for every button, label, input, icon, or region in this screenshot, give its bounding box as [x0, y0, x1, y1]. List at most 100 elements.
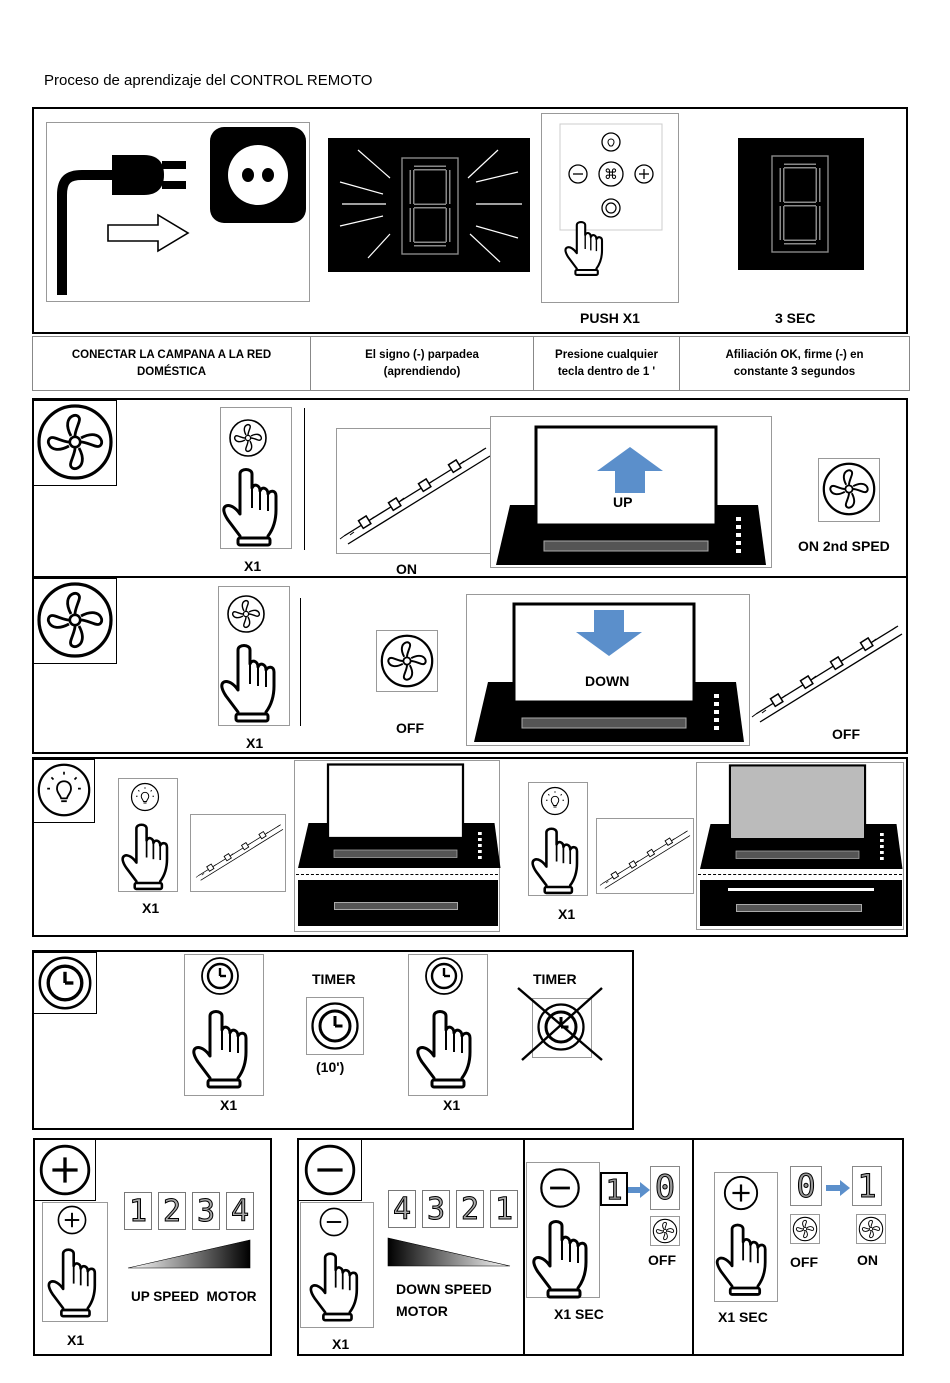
cooktop [700, 880, 902, 926]
plus-sec: X1 SEC [718, 1309, 768, 1325]
clock-icon [38, 956, 92, 1010]
fan-icon [822, 462, 876, 516]
hand-pointer-icon [564, 221, 604, 276]
down-speed-label-1: DOWN SPEED [396, 1281, 492, 1297]
socket-icon [210, 127, 306, 223]
led-strip-icon [751, 625, 903, 723]
hood-icon [698, 764, 904, 871]
fan-icon [37, 404, 113, 480]
speed-digit: 1 [490, 1190, 518, 1228]
fan-up-on: ON [396, 561, 417, 577]
timer-label-a: TIMER [312, 971, 356, 987]
push-label: PUSH X1 [580, 310, 640, 326]
speed-digit: 2 [456, 1190, 484, 1228]
speed-digit: 4 [388, 1190, 416, 1228]
divider [523, 1138, 525, 1356]
fan-speed-label: ON 2nd SPED [798, 538, 890, 554]
hand-pointer-icon [416, 1010, 472, 1089]
speed-digit: 1 [124, 1192, 152, 1230]
remote-control-icon[interactable]: ⌘ [558, 122, 668, 252]
seven-segment-icon [339, 149, 522, 263]
timer-x1-b: X1 [443, 1097, 461, 1113]
fan-up-x1: X1 [244, 558, 262, 574]
hand-pointer-icon [715, 1223, 767, 1296]
light-x1-a: X1 [142, 900, 160, 916]
clock-cancel-icon [517, 987, 603, 1061]
digit-box: 1 [852, 1166, 882, 1206]
fan-icon [380, 634, 434, 688]
minus-sec: X1 SEC [554, 1306, 604, 1322]
caption-row [32, 336, 910, 391]
minus-icon [304, 1144, 356, 1196]
digit-to: 1 [857, 1167, 877, 1206]
arrow-right-icon [826, 1180, 850, 1196]
speed-ramp-up [127, 1239, 251, 1269]
arrow-up-icon [597, 447, 663, 493]
dashed-separator [698, 874, 902, 875]
hand-pointer-icon [192, 1010, 248, 1089]
fan-down-off1: OFF [396, 720, 424, 736]
led-panel [596, 818, 694, 894]
plus-icon [39, 1144, 91, 1196]
digit-box: 0 [650, 1166, 680, 1210]
arrow-right-icon [628, 1182, 650, 1198]
seconds-label: 3 SEC [775, 310, 816, 326]
digit-box: 1 [600, 1172, 628, 1206]
hand-pointer-icon [531, 827, 579, 895]
page-title: Proceso de aprendizaje del CONTROL REMOT… [44, 72, 373, 89]
hand-pointer-icon [220, 644, 276, 723]
fan-down-x1: X1 [246, 735, 264, 751]
plug-icon [57, 155, 190, 295]
divider [300, 598, 301, 726]
timer-minutes: (10') [316, 1059, 345, 1075]
digit-from: 1 [605, 1172, 623, 1206]
digit-box: 0 [790, 1166, 822, 1206]
hand-pointer-icon [121, 823, 169, 891]
fan-down-off2: OFF [832, 726, 860, 742]
hand-pointer-icon [309, 1252, 359, 1322]
svg-text:⌘: ⌘ [604, 167, 618, 183]
speed-digit: 3 [422, 1190, 450, 1228]
cooktop-slot-lit [728, 888, 874, 891]
divider [304, 408, 305, 550]
digit-to: 0 [654, 1168, 676, 1209]
plus-on: ON [857, 1252, 878, 1268]
fan-icon [792, 1216, 818, 1242]
speed-ramp-down [387, 1237, 511, 1267]
digit-from: 0 [796, 1167, 816, 1206]
caption-affiliation: Afiliación OK, firme (-) en constante 3 … [679, 337, 909, 390]
speed-digit: 3 [192, 1192, 220, 1230]
up-speed-label: UP SPEED MOTOR [131, 1289, 257, 1304]
hood-down-label: DOWN [585, 673, 630, 689]
cooktop-slot [736, 904, 862, 912]
timer-label-b: TIMER [533, 971, 577, 987]
minus-x1: X1 [332, 1336, 350, 1352]
fan-icon [652, 1218, 678, 1244]
plus-x1: X1 [67, 1332, 85, 1348]
minus-off: OFF [648, 1252, 676, 1268]
hand-pointer-icon [47, 1248, 97, 1318]
cooktop-slot [334, 902, 458, 910]
arrow-down-icon [576, 610, 642, 656]
seven-segment-icon [738, 138, 864, 270]
speed-digit: 2 [158, 1192, 186, 1230]
divider [692, 1138, 694, 1356]
speed-digit: 4 [226, 1192, 254, 1230]
led-panel [190, 814, 286, 892]
plus-off: OFF [790, 1254, 818, 1270]
caption-blinks: El signo (-) parpadea (aprendiendo) [310, 337, 533, 390]
hand-pointer-icon [222, 468, 278, 547]
light-x1-b: X1 [558, 906, 576, 922]
led-strip-icon [599, 830, 691, 889]
timer-x1-a: X1 [220, 1097, 238, 1113]
led-strip-icon [339, 447, 491, 545]
fan-icon [858, 1216, 884, 1242]
clock-icon [311, 1002, 359, 1050]
hood-up-label: UP [613, 494, 633, 510]
caption-press-key: Presione cualquier tecla dentro de 1 ' [533, 337, 679, 390]
hand-pointer-icon [532, 1220, 588, 1299]
down-speed-label-2: MOTOR [396, 1303, 448, 1319]
fan-icon [37, 582, 113, 658]
